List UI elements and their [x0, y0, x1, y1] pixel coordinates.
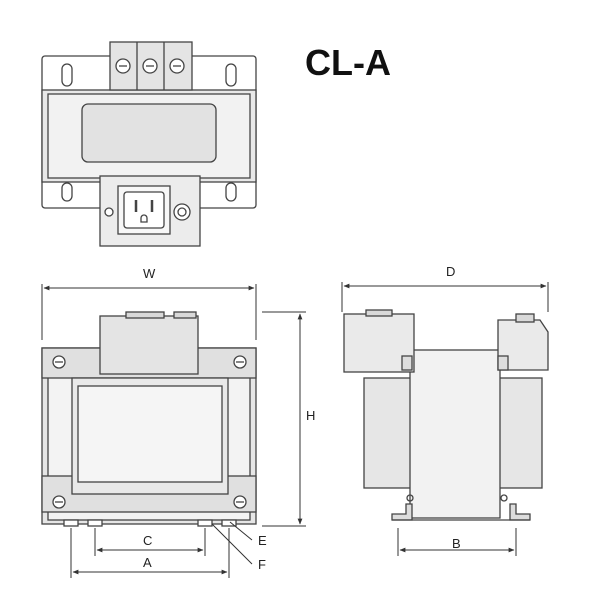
- dim-label-b: B: [452, 536, 461, 551]
- dim-label-d: D: [446, 264, 455, 279]
- side-view: [343, 309, 549, 521]
- dim-label-h: H: [306, 408, 315, 423]
- dim-label-a: A: [143, 555, 152, 570]
- model-title: CL-A: [305, 42, 391, 83]
- dim-label-e: E: [258, 533, 267, 548]
- dim-label-f: F: [258, 557, 266, 572]
- top-view: [41, 41, 257, 247]
- dim-label-w: W: [143, 266, 156, 281]
- front-view: [41, 311, 257, 527]
- dimension-lines: [41, 282, 549, 578]
- dim-label-c: C: [143, 533, 152, 548]
